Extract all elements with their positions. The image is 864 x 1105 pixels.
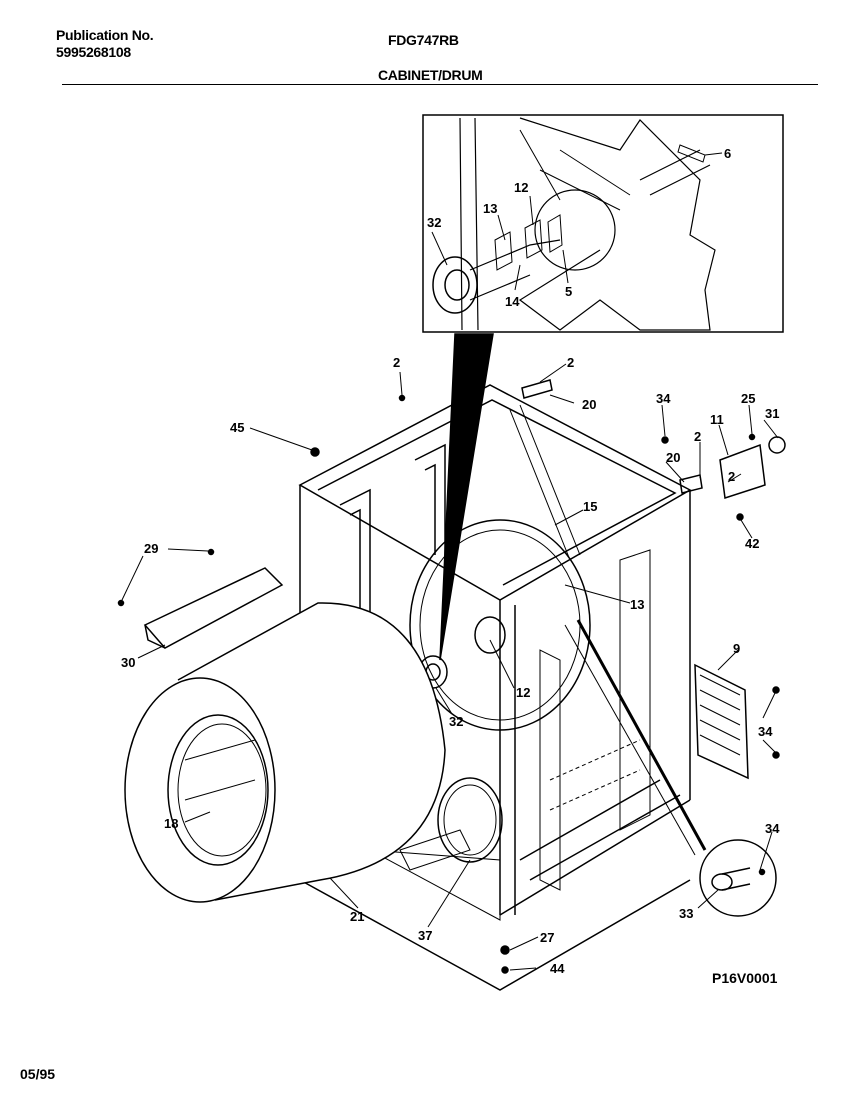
idler-detail xyxy=(699,839,777,917)
drum xyxy=(124,602,446,903)
callout-14: 14 xyxy=(505,294,520,309)
callout-2-switch: 2 xyxy=(694,429,701,444)
callout-12-inset: 12 xyxy=(514,180,528,195)
leader-lines xyxy=(121,363,779,971)
callout-45: 45 xyxy=(230,420,244,435)
callout-9: 9 xyxy=(733,641,740,656)
fasteners xyxy=(117,394,780,974)
callout-21: 21 xyxy=(350,909,364,924)
drive-belt xyxy=(564,619,707,856)
callout-15: 15 xyxy=(583,499,597,514)
section-title: CABINET/DRUM xyxy=(378,67,483,83)
inset-pointer xyxy=(439,333,494,661)
inset-detail xyxy=(422,114,784,333)
callout-30: 30 xyxy=(121,655,135,670)
callout-29: 29 xyxy=(144,541,158,556)
callout-2-bracket: 2 xyxy=(728,469,735,484)
callout-25: 25 xyxy=(741,391,755,406)
callout-32-inset: 32 xyxy=(427,215,441,230)
callout-12-body: 12 xyxy=(516,685,530,700)
callout-2-top: 2 xyxy=(393,355,400,370)
model-number: FDG747RB xyxy=(388,32,459,48)
callout-labels: 6 12 13 32 14 5 2 2 20 34 25 31 11 45 2 … xyxy=(121,146,780,976)
page-date: 05/95 xyxy=(20,1066,56,1082)
callout-27: 27 xyxy=(540,930,554,945)
callout-42: 42 xyxy=(745,536,759,551)
callout-5: 5 xyxy=(565,284,572,299)
rear-bulkhead xyxy=(409,519,591,863)
access-panel xyxy=(694,663,749,780)
publication-label: Publication No. xyxy=(56,27,154,43)
drawing-code: P16V0001 xyxy=(712,970,778,986)
callout-20-side: 20 xyxy=(666,450,680,465)
callout-6: 6 xyxy=(724,146,731,161)
callout-31: 31 xyxy=(765,406,779,421)
callout-11: 11 xyxy=(710,412,724,427)
publication-number: 5995268108 xyxy=(56,44,131,60)
callout-13-inset: 13 xyxy=(483,201,497,216)
callout-34-top: 34 xyxy=(656,391,671,406)
callout-32-body: 32 xyxy=(449,714,463,729)
callout-37: 37 xyxy=(418,928,432,943)
callout-18: 18 xyxy=(164,816,178,831)
callout-34-panel: 34 xyxy=(758,724,773,739)
callout-33: 33 xyxy=(679,906,693,921)
callout-13-body: 13 xyxy=(630,597,644,612)
header-rule xyxy=(62,84,818,85)
front-panel-part xyxy=(143,567,284,649)
callout-2-hinge: 2 xyxy=(567,355,574,370)
callout-44: 44 xyxy=(550,961,565,976)
callout-20-top: 20 xyxy=(582,397,596,412)
callout-34-idler: 34 xyxy=(765,821,780,836)
